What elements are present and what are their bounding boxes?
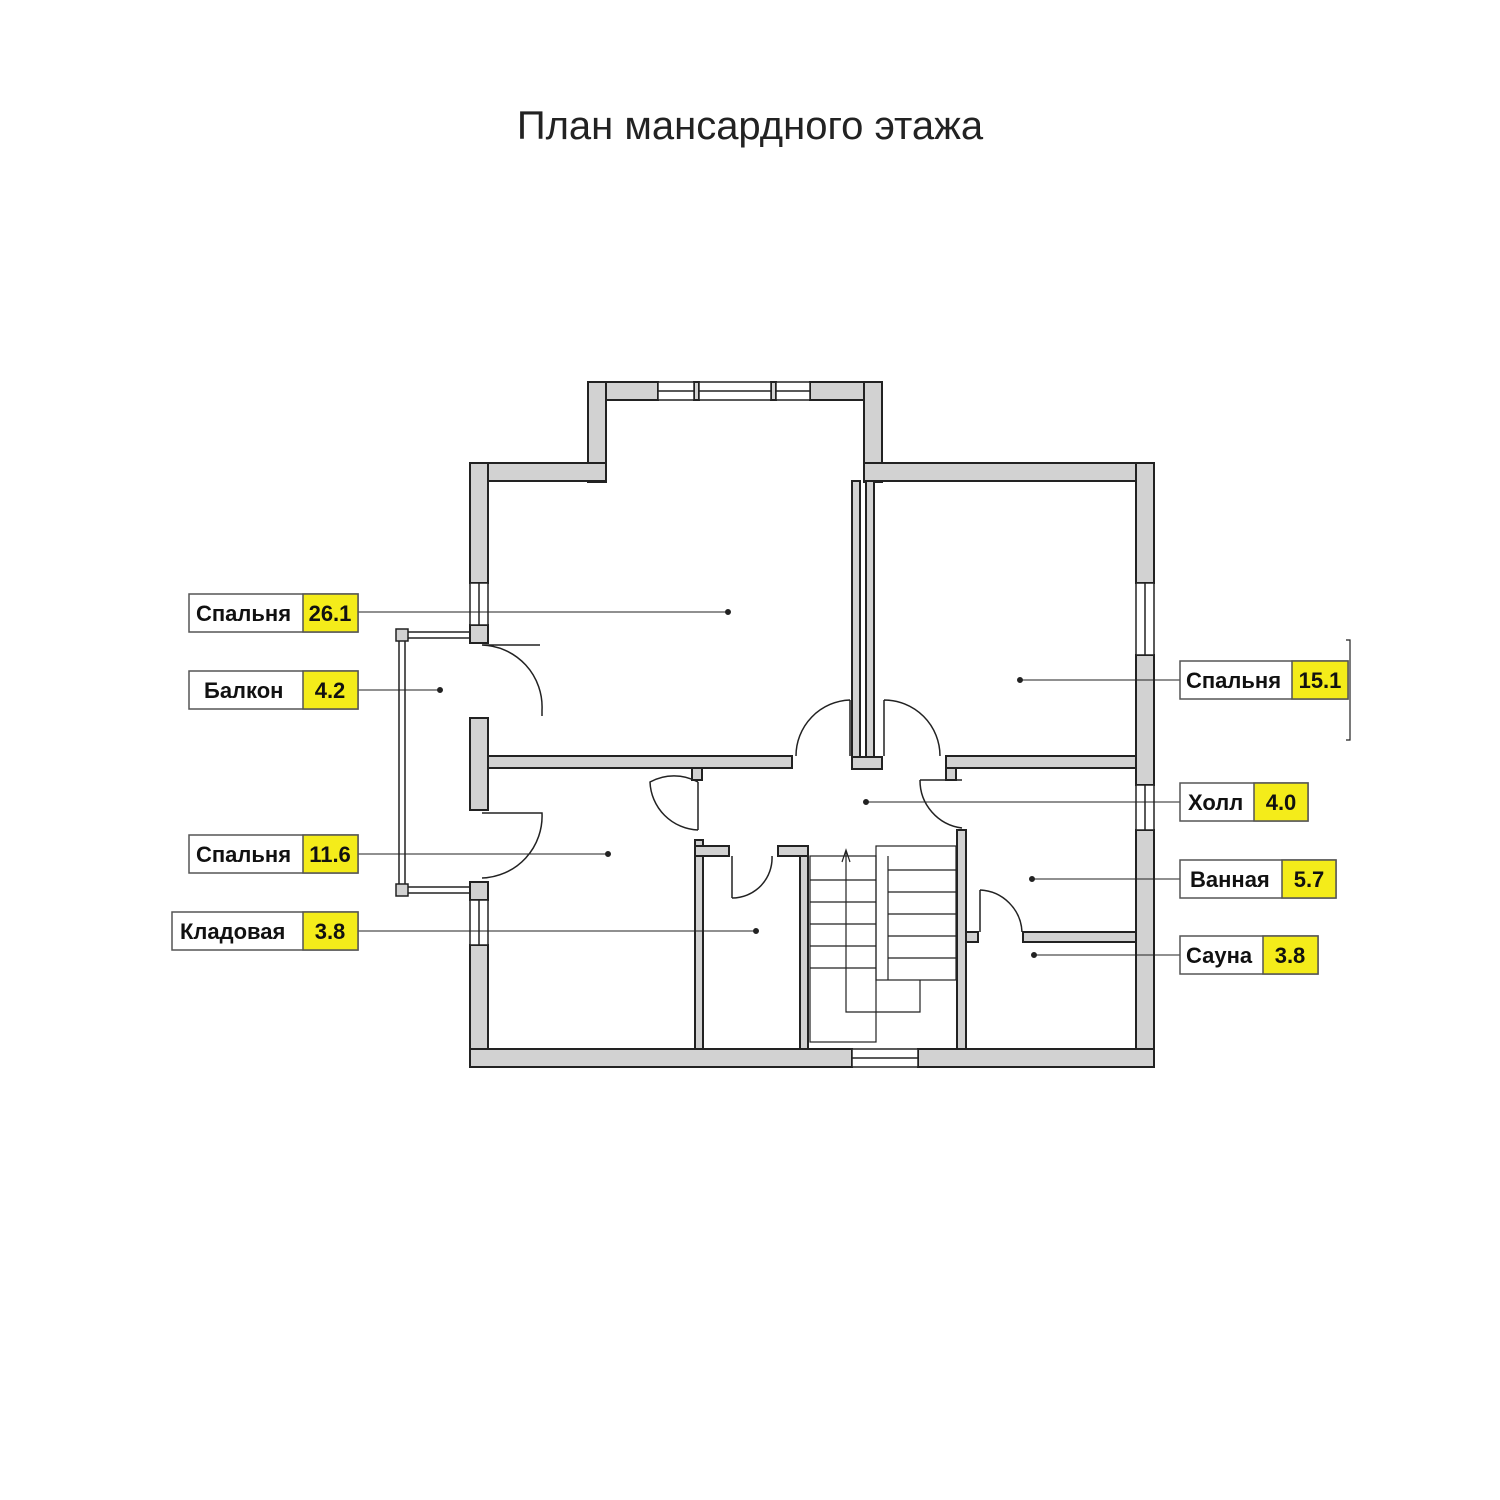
door-balcony-upper — [481, 644, 543, 716]
plan-title: План мансардного этажа — [516, 104, 984, 148]
wall-right-lower — [1135, 829, 1155, 1068]
room-label-bathroom: Ванная 5.7 — [1179, 859, 1337, 899]
wall-bottom-left — [469, 1048, 853, 1068]
balcony — [395, 628, 470, 897]
wall-partition-center-foot — [851, 756, 883, 770]
room-markers — [358, 609, 1180, 958]
wall-partition-horizontal-left — [487, 755, 793, 769]
wall-partition-center-right — [865, 480, 875, 758]
room-area: 15.1 — [1299, 668, 1342, 693]
wall-left-upper — [469, 462, 489, 584]
room-label-storage: Кладовая 3.8 — [171, 911, 359, 951]
room-name: Холл — [1188, 790, 1243, 815]
door-bathroom — [919, 779, 963, 829]
walls — [469, 381, 1155, 1068]
windows — [469, 381, 1155, 1068]
room-name: Сауна — [1186, 943, 1253, 968]
balcony-post-top — [395, 628, 409, 642]
room-area: 4.2 — [315, 678, 346, 703]
room-name: Спальня — [1186, 668, 1281, 693]
wall-sauna-top — [1022, 931, 1137, 943]
doors — [481, 644, 1023, 933]
door-balcony-lower — [481, 812, 543, 879]
wall-bath-left — [956, 829, 967, 1050]
room-area: 4.0 — [1266, 790, 1297, 815]
room-label-hall: Холл 4.0 — [1179, 782, 1309, 822]
right-edge-bracket — [1346, 639, 1351, 741]
room-area: 11.6 — [309, 842, 351, 867]
wall-right-upper — [1135, 462, 1155, 584]
wall-storage-right-top — [777, 845, 809, 857]
door-bedroom-11 — [649, 775, 699, 831]
room-name: Кладовая — [180, 919, 285, 944]
door-sauna — [979, 889, 1023, 933]
wall-storage-left — [694, 839, 704, 1050]
room-name: Спальня — [196, 842, 291, 867]
room-name: Балкон — [204, 678, 283, 703]
wall-storage-left-top — [694, 845, 730, 857]
door-bedroom-26 — [795, 699, 851, 757]
room-area: 3.8 — [315, 919, 346, 944]
room-label-bedroom-26: Спальня 26.1 — [188, 593, 359, 633]
wall-top-right — [863, 462, 1155, 482]
room-area: 26.1 — [309, 601, 352, 626]
wall-left-stub-upper — [469, 624, 489, 644]
door-bedroom-15 — [883, 699, 941, 757]
room-label-bedroom-15: Спальня 15.1 — [1179, 660, 1349, 700]
balcony-post-bottom — [395, 883, 409, 897]
wall-top-left — [469, 462, 607, 482]
wall-left-stub-lower — [469, 881, 489, 901]
room-area: 3.8 — [1275, 943, 1306, 968]
room-area: 5.7 — [1294, 867, 1325, 892]
room-label-bedroom-11: Спальня 11.6 — [188, 834, 359, 874]
wall-partition-stub-left — [691, 767, 703, 781]
stairs — [809, 845, 957, 1043]
room-name: Спальня — [196, 601, 291, 626]
room-name: Ванная — [1190, 867, 1270, 892]
door-storage — [731, 855, 773, 899]
wall-partition-horizontal-right — [945, 755, 1137, 769]
wall-right-middle — [1135, 654, 1155, 786]
wall-bottom-right — [917, 1048, 1155, 1068]
wall-left-middle — [469, 717, 489, 811]
wall-storage-right — [799, 845, 809, 1050]
wall-partition-center-left — [851, 480, 861, 758]
room-label-sauna: Сауна 3.8 — [1179, 935, 1319, 975]
room-label-balcony: Балкон 4.2 — [188, 670, 359, 710]
wall-bath-stub — [965, 931, 979, 943]
wall-partition-stub-right — [945, 767, 957, 781]
